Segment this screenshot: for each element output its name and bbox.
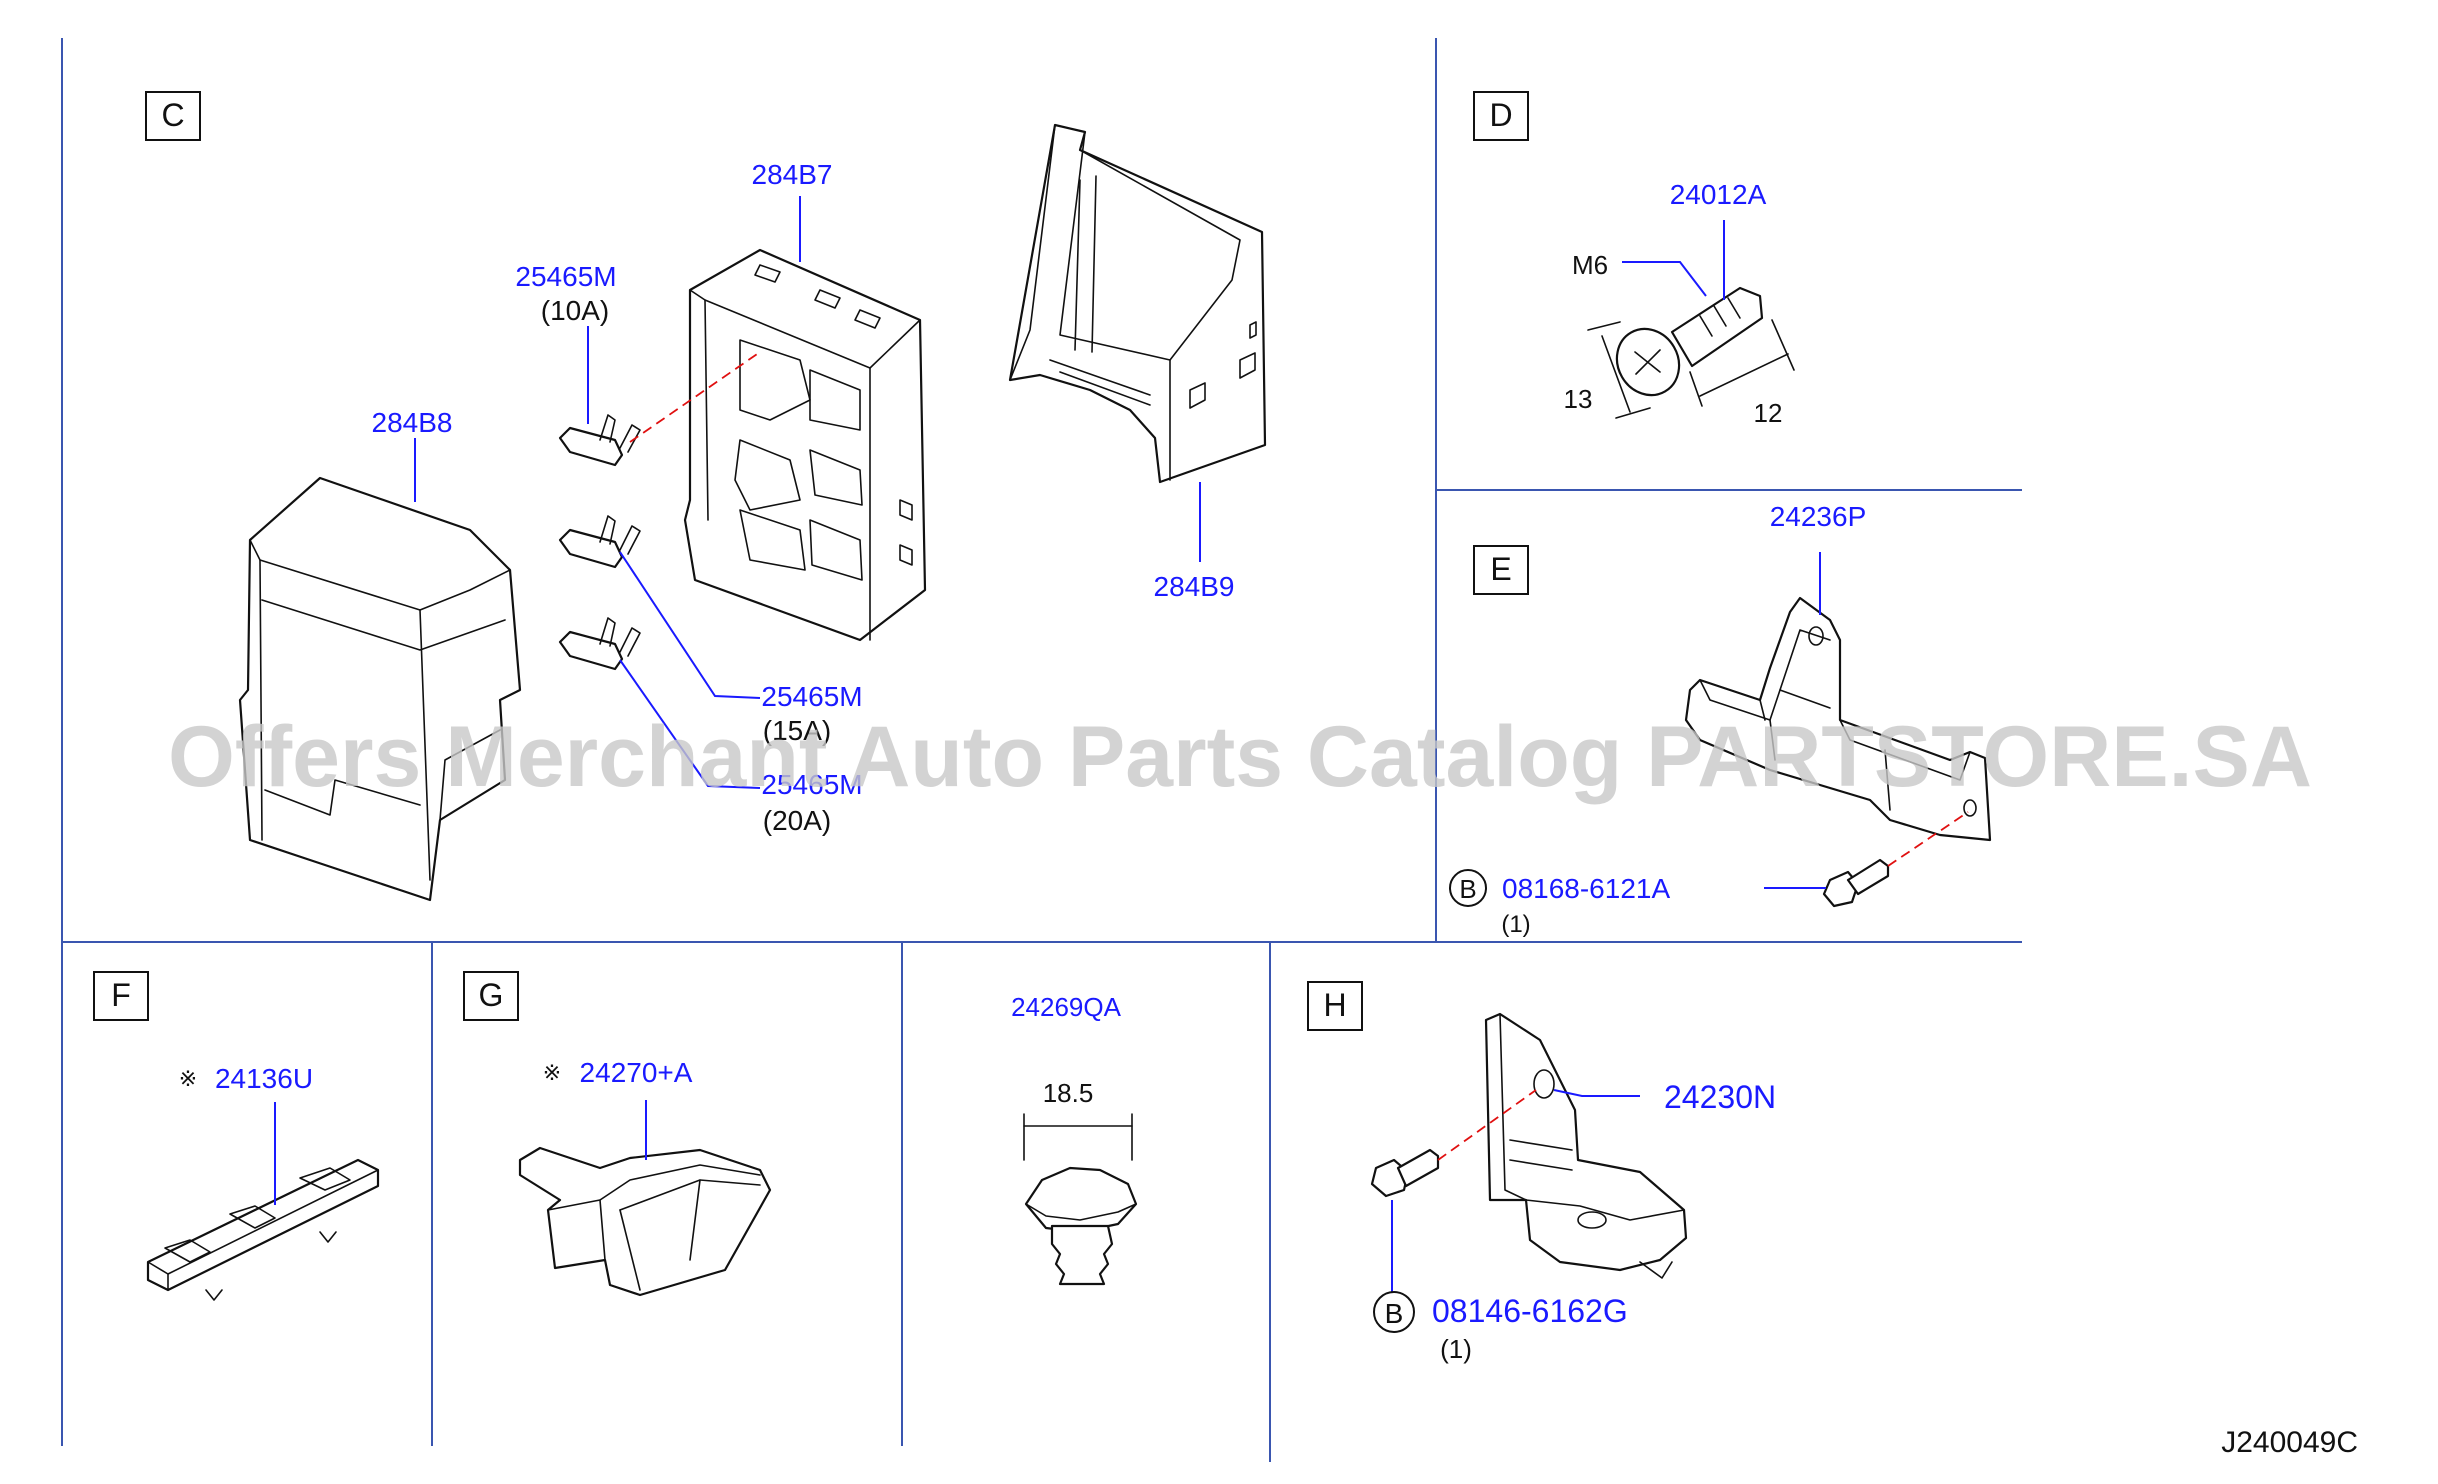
reference-mark-g: ※: [543, 1060, 561, 1085]
fuse-15a-drawing: [558, 515, 641, 569]
svg-text:F: F: [111, 977, 131, 1013]
bolt-e-alignment-dash: [1887, 811, 1969, 867]
leader-fuse-20a: [619, 659, 761, 789]
part-label-fuse-10a[interactable]: 25465M: [515, 261, 616, 292]
leader-24230n: [1553, 1089, 1640, 1097]
dimension-18-5: 18.5: [1043, 1078, 1094, 1108]
bolt-h-b-circle: [1373, 1291, 1415, 1333]
section-label-g: G: [463, 971, 519, 1021]
reference-mark-f: ※: [179, 1066, 197, 1091]
fuse-alignment-dash: [629, 351, 761, 443]
part-label-24269qa[interactable]: 24269QA: [1011, 992, 1122, 1022]
section-label-e: E: [1473, 545, 1529, 595]
part-label-fuse-20a[interactable]: 25465M: [761, 769, 862, 800]
dimension-12: 12: [1754, 398, 1783, 428]
bolt-h-alignment-dash: [1437, 1089, 1537, 1161]
part-label-24270a[interactable]: 24270+A: [580, 1057, 693, 1088]
fuse-20a-drawing: [558, 617, 641, 671]
part-label-24012a[interactable]: 24012A: [1670, 179, 1767, 210]
part-label-24236p[interactable]: 24236P: [1770, 501, 1867, 532]
section-label-h: H: [1307, 981, 1363, 1031]
section-label-d: D: [1473, 91, 1529, 141]
fuse-10a-rating: (10A): [541, 295, 609, 326]
bolt-e-drawing: [1822, 858, 1890, 908]
svg-text:G: G: [479, 977, 504, 1013]
bolt-h-drawing: [1370, 1148, 1440, 1198]
svg-text:E: E: [1490, 551, 1511, 587]
fuse-10a-drawing: [558, 414, 641, 467]
part-label-284b7[interactable]: 284B7: [752, 159, 833, 190]
part-label-fuse-15a[interactable]: 25465M: [761, 681, 862, 712]
bolt-e-b-mark: B: [1459, 874, 1476, 904]
holder-24136u-drawing: [146, 1158, 380, 1301]
part-label-284b9[interactable]: 284B9: [1154, 571, 1235, 602]
leader-fuse-15a: [619, 551, 761, 699]
bolt-h-quantity: (1): [1440, 1334, 1472, 1364]
fuse-block-drawing: [683, 248, 927, 642]
thread-size-label: M6: [1572, 250, 1608, 280]
bracket-24236p-drawing: [1684, 596, 1992, 842]
part-label-bolt-e[interactable]: 08168-6121A: [1502, 873, 1670, 904]
section-label-c: C: [145, 91, 201, 141]
dimension-13: 13: [1564, 384, 1593, 414]
fuse-tray-drawing: [1008, 123, 1267, 484]
svg-text:D: D: [1489, 97, 1512, 133]
fuse-20a-rating: (20A): [763, 805, 831, 836]
bolt-24012a-drawing: [1615, 286, 1764, 397]
clip-24269qa-drawing: [1024, 1166, 1138, 1286]
svg-text:C: C: [161, 97, 184, 133]
relay-24270a-drawing: [518, 1146, 772, 1297]
leader-m6: [1622, 261, 1707, 297]
svg-text:H: H: [1323, 987, 1346, 1023]
diagram-code: J240049C: [2221, 1426, 2358, 1459]
part-label-bolt-h[interactable]: 08146-6162G: [1432, 1293, 1628, 1329]
watermark: Offers Merchant Auto Parts Catalog PARTS…: [168, 709, 2312, 805]
bolt-h-b-mark: B: [1385, 1298, 1404, 1329]
section-label-f: F: [93, 971, 149, 1021]
fuse-box-cover-drawing: [238, 476, 522, 902]
bracket-24230n-drawing: [1484, 1012, 1688, 1279]
bolt-e-b-circle: [1449, 869, 1487, 907]
section-dividers: [61, 38, 2022, 1462]
part-label-24136u[interactable]: 24136U: [215, 1063, 313, 1094]
dimension-lines-d: [1587, 319, 1795, 419]
fuse-15a-rating: (15A): [763, 715, 831, 746]
bolt-e-quantity: (1): [1501, 911, 1530, 938]
dimension-lines-clip: [1023, 1113, 1133, 1161]
part-label-284b8[interactable]: 284B8: [372, 407, 453, 438]
part-label-24230n[interactable]: 24230N: [1664, 1079, 1776, 1115]
